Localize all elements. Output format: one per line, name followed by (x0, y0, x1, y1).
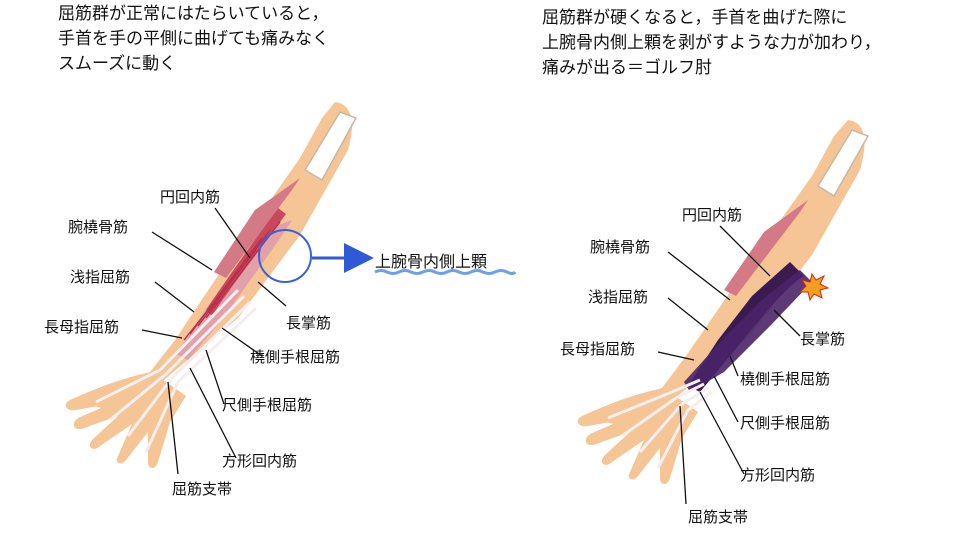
pain-burst-icon (798, 272, 830, 302)
left-humerus-bone (303, 111, 358, 182)
right-label-palmaris-longus: 長掌筋 (800, 330, 846, 348)
right-label-fds: 浅指屈筋 (588, 288, 649, 306)
right-label-fcu: 尺側手根屈筋 (740, 414, 831, 432)
right-tendons (607, 378, 713, 469)
left-label-pronator-teres: 円回内筋 (160, 188, 221, 206)
right-label-pronator-quadratus: 方形回内筋 (740, 466, 816, 484)
left-label-fcu: 尺側手根屈筋 (222, 396, 313, 414)
right-label-fpl: 長母指屈筋 (560, 340, 636, 358)
right-caption-line-1: 屈筋群が硬くなると，手首を曲げた際に (542, 8, 848, 28)
left-tendons (95, 288, 258, 453)
right-caption: 屈筋群が硬くなると，手首を曲げた際に 上腕骨内側上顆を剥がすような力が加わり， … (542, 6, 881, 81)
left-label-brachioradialis: 腕橈骨筋 (68, 218, 129, 236)
left-label-palmaris-longus: 長掌筋 (286, 314, 332, 332)
right-brachioradialis (724, 200, 808, 296)
left-caption: 屈筋群が正常にはたらいていると， 手首を手の平側に曲げても痛みなく スムーズに動… (58, 2, 329, 77)
left-caption-line-1: 屈筋群が正常にはたらいていると， (58, 4, 329, 24)
right-caption-line-3: 痛みが出る＝ゴルフ肘 (542, 58, 712, 78)
left-caption-line-2: 手首を手の平側に曲げても痛みなく (58, 29, 330, 49)
highlight-underline (374, 269, 517, 275)
left-epicondyle-circle (258, 229, 312, 283)
left-caption-line-3: スムーズに動く (58, 54, 177, 74)
left-label-fcr: 橈側手根屈筋 (250, 348, 341, 366)
right-caption-line-2: 上腕骨内側上顆を剥がすような力が加わり， (542, 33, 881, 53)
right-label-flexor-retinaculum: 屈筋支帯 (688, 508, 749, 526)
left-label-fpl: 長母指屈筋 (44, 318, 120, 336)
left-leader-lines (141, 207, 287, 475)
right-forearm-skin (601, 120, 865, 425)
right-hand-skin (577, 388, 698, 484)
right-leader-lines (657, 225, 801, 505)
left-brachioradialis (214, 178, 300, 278)
left-arm-illustration (65, 102, 517, 475)
left-hand-skin (65, 372, 186, 468)
left-label-pronator-quadratus: 方形回内筋 (222, 452, 298, 470)
right-stiff-flexors-wide (684, 270, 812, 392)
left-muscle-lines (183, 221, 281, 341)
left-flexor-muscles (176, 220, 292, 360)
right-humerus-bone (816, 129, 870, 198)
right-label-pronator-teres: 円回内筋 (682, 206, 743, 224)
highlight-label-medial-epicondyle: 上腕骨内側上顆 (375, 252, 488, 271)
right-arm-illustration (577, 120, 870, 505)
left-label-fds: 浅指屈筋 (70, 268, 131, 286)
right-label-fcr: 橈側手根屈筋 (740, 370, 831, 388)
left-label-flexor-retinaculum: 屈筋支帯 (172, 480, 233, 498)
right-label-brachioradialis: 腕橈骨筋 (590, 238, 651, 256)
left-forearm-skin (89, 102, 352, 409)
